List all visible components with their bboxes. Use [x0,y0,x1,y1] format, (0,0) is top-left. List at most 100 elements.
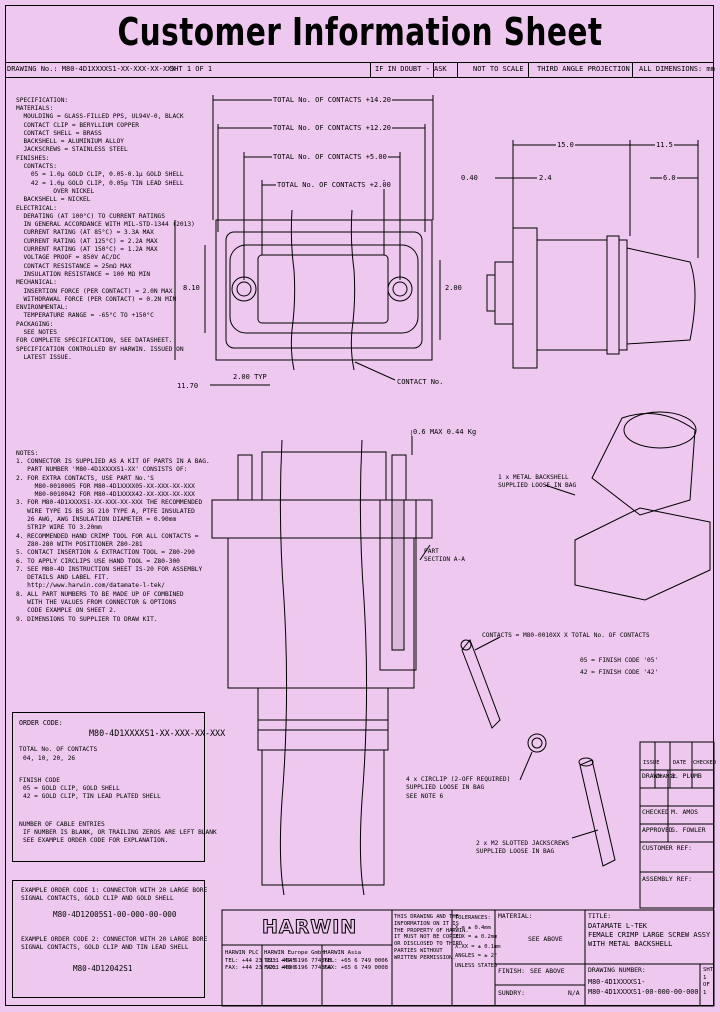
iso-backshell-base [574,507,711,601]
specification-line: BACKSHELL = NICKEL [16,196,91,204]
rev-row-approved-value: G. FOWLER [671,826,706,834]
circlip-callout: 4 x CIRCLIP (2-OFF REQUIRED) SUPPLIED LO… [406,776,511,800]
contact-block [257,254,389,324]
specification-line: LATEST ISSUE. [16,353,72,361]
section-body [227,537,415,689]
specification-list: MATERIALS: MOULDING = GLASS-FILLED PPS, … [16,105,195,362]
example-codes-box: EXAMPLE ORDER CODE 1: CONNECTOR WITH 20 … [12,880,207,998]
harwin-uk-contact: HARWIN PLC TEL: +44 23 9231 4545 FAX: +4… [225,950,296,971]
specification-line: CURRENT RATING (AT 150°C) = 1.2A MAX [16,246,158,254]
example-1-text: EXAMPLE ORDER CODE 1: CONNECTOR WITH 20 … [21,887,207,904]
sheet-title: Customer Information Sheet [117,10,603,54]
note-line: WIRE TYPE IS BS 3G 210 TYPE A, PTFE INSU… [16,507,195,515]
specification-line: MECHANICAL: [16,279,57,287]
example-2-code: M80-4D12042S1 [73,964,133,973]
note-line: CODE EXAMPLE ON SHEET 2. [16,607,117,615]
harwin-asia-contact: HARWIN Asia TEL: +65 6 749 0006 FAX: +65… [324,950,388,971]
jackscrew [579,759,616,867]
note-line: DETAILS AND LABEL FIT. [16,574,110,582]
section-break-2 [359,439,368,896]
note-line: PART NUMBER 'M80-4D1XXXXS1-XX' CONSISTS … [16,466,188,474]
example-2-text: EXAMPLE ORDER CODE 2: CONNECTOR WITH 20 … [21,936,207,953]
note-line: 26 AWG, AWG INSULATION DIAMETER = 0.90mm [16,516,177,524]
note-line: 8. ALL PART NUMBERS TO BE MADE UP OF COM… [16,590,184,598]
rev-header-date: DATE [673,760,687,766]
sundry-label: SUNDRY: [498,989,525,997]
material-value: SEE ABOVE [528,935,563,943]
dim-200-typ: 2.00 TYP [232,373,268,381]
finish-code-line: 05 = GOLD CLIP, GOLD SHELL [23,785,120,792]
assembly-ref-label: ASSEMBLY REF: [642,875,693,883]
harwin-eu-contact: HARWIN Europe GmbH TEL: +49 6196 774860 … [264,950,332,971]
front-view-outline [215,219,433,361]
drawing-number-label: DRAWING NUMBER: [588,966,646,974]
specification-line: VOLTAGE PROOF = 850V AC/DC [16,254,121,262]
dim-total-d: TOTAL No. OF CONTACTS +2.00 [276,181,392,189]
rev-header-change: CHANGE [656,774,676,780]
part-section-callout: PART SECTION A-A [424,548,465,564]
dim-60: 6.0 [662,174,677,182]
rev-row-drawn-value: S. PLUMB [671,772,702,780]
specification-line: ELECTRICAL: [16,204,57,212]
notes-heading: NOTES: [16,450,39,457]
note-line: 2. FOR EXTRA CONTACTS, USE PART No.'S [16,474,154,482]
contact-no-label: CONTACT No. [396,378,445,386]
note-line: 1. CONNECTOR IS SUPPLIED AS A KIT OF PAR… [16,458,210,465]
projection-note: THIRD ANGLE PROJECTION [537,65,630,73]
dim-height-left: 8.10 [182,284,201,292]
section-jackscrew-left [237,454,253,501]
section-backshell [261,749,385,886]
harwin-logo: HARWIN [262,916,358,939]
specification-line: ENVIRONMENTAL: [16,304,69,312]
note-line: 5. CONTACT INSERTION & EXTRACTION TOOL =… [16,549,195,557]
doubt-note: IF IN DOUBT - ASK [375,65,447,73]
drawing-title: DATAMATE L-TEK FEMALE CRIMP LARGE SCREW … [588,922,711,948]
break-line-1 [290,209,296,371]
units-note: ALL DIMENSIONS: mm [639,65,715,73]
dim-115: 11.5 [655,141,674,149]
dim-1170: 11.70 [176,382,200,390]
sheet-number: SHT 1 OF 1 [703,967,714,996]
jackscrew-callout: 2 x M2 SLOTTED JACKSCREWS SUPPLIED LOOSE… [476,840,570,856]
note-line: 9. DIMENSIONS TO SUPPLIER TO DRAW KIT. [16,615,158,623]
specification-line: CONTACTS: [16,163,57,171]
revision-table [639,741,715,909]
dim-total-c: TOTAL No. OF CONTACTS +5.00 [272,153,388,161]
specification-line: FOR COMPLETE SPECIFICATION, SEE DATASHEE… [16,337,173,345]
jackscrew-hole-left [231,276,257,302]
note-line: Z80-280 WITH POSITIONER Z80-281 [16,540,143,548]
order-code-value: M80-4D1XXXXS1-XX-XXX-XX-XXX [89,728,226,738]
rev-row-checked-label: CHECKED [642,808,669,816]
total-contacts-values: 04, 10, 20, 26 [23,755,76,762]
note-line: http://www.harwin.com/datamate-l-tek/ [16,582,166,590]
note-line: 3. FOR M80-4D1XXXXS1-XX-XXX-XX-XXX THE R… [16,499,203,507]
scale-note: NOT TO SCALE [473,65,524,73]
note-line: 7. SEE M80-4D INSTRUCTION SHEET IS-20 FO… [16,565,203,573]
jackscrew-hole-right [387,276,413,302]
circlip [527,733,547,753]
rev-row-checked-value: M. AMOS [671,808,698,816]
specification-line: CURRENT RATING (AT 125°C) = 2.2A MAX [16,237,158,245]
side-view-backshell [626,247,696,345]
dim-24: 2.4 [538,174,553,182]
section-jackscrew-right [391,454,407,501]
finish-code-heading: FINISH CODE [19,777,60,784]
specification-line: 05 = 1.0μ GOLD CLIP, 0.05-0.1μ GOLD SHEL… [16,171,184,179]
specification-line: WITHDRAWAL FORCE (PER CONTACT) = 0.2N MI… [16,295,177,303]
rev-row-drawn-label: DRAWN [642,772,662,780]
example-2-line: SIGNAL CONTACTS, GOLD CLIP AND TIN LEAD … [21,944,189,952]
example-1-code: M80-4D12005S1-00-000-00-000 [53,910,177,919]
specification-line: INSERTION FORCE (PER CONTACT) = 2.0N MAX [16,287,173,295]
contact-pin [461,639,501,729]
side-view-flange [512,227,538,369]
cable-entries-heading: NUMBER OF CABLE ENTRIES [19,821,105,828]
contacts-callout: CONTACTS = M80-0010XX X TOTAL No. OF CON… [482,632,650,639]
weight-label: 0.6 MAX 0.44 Kg [412,428,478,436]
side-view-nose [494,261,514,325]
example-1-line: SIGNAL CONTACTS, GOLD CLIP AND GOLD SHEL… [21,895,174,903]
specification-line: MOULDING = GLASS-FILLED PPS, UL94V-0, BL… [16,113,184,121]
section-break-1 [279,439,288,896]
sheet-count: SHT 1 OF 1 [170,65,213,73]
note-line: WITH THE VALUES FROM CONNECTOR & OPTIONS [16,599,177,607]
